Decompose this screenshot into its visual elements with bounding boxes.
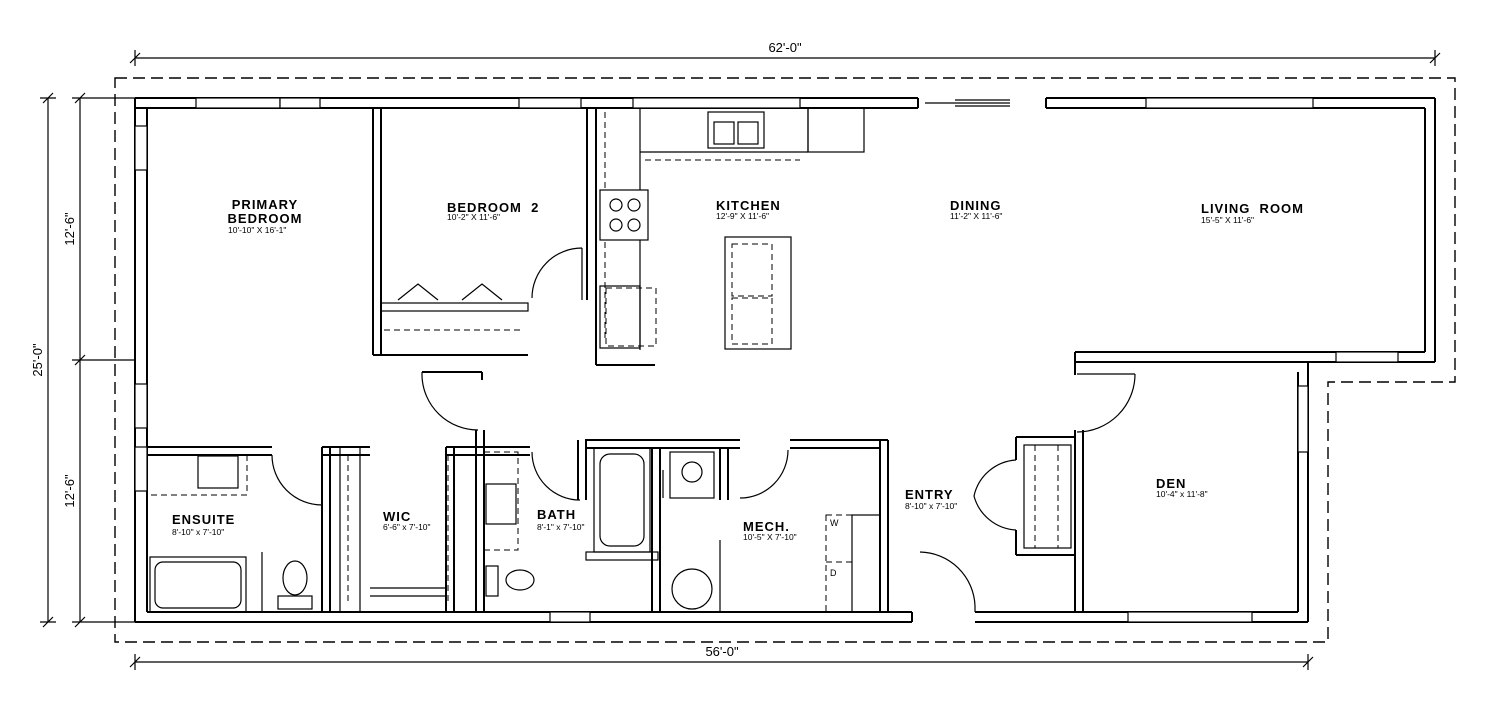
ensuite-size: 8'-10" x 7'-10" — [172, 527, 224, 537]
roof-outline — [114, 77, 1456, 643]
ensuite-name: ENSUITE — [172, 512, 235, 527]
wic-name: WIC — [383, 509, 411, 524]
dim-left-total: 25'-0" — [30, 343, 45, 377]
bedroom2-closet — [380, 283, 529, 331]
kitchen-name: KITCHEN — [716, 198, 781, 213]
bath-name: BATH — [537, 507, 576, 522]
kitchen-cabinets — [595, 107, 865, 350]
entry-name: ENTRY — [905, 487, 954, 502]
primary-bedroom-name1: PRIMARY — [232, 197, 298, 212]
interior-walls — [147, 108, 1084, 622]
dim-top-total: 62'-0" — [768, 40, 802, 55]
mech-size: 10'-5" X 7'-10" — [743, 532, 797, 542]
dining-name: DINING — [950, 198, 1002, 213]
room-labels: PRIMARY BEDROOM 10'-10" X 16'-1" BEDROOM… — [172, 197, 1304, 578]
kitchen-size: 12'-9" X 11'-6" — [716, 211, 769, 221]
den-name: DEN — [1156, 476, 1186, 491]
bath-fixtures — [483, 447, 659, 597]
entry-closet — [1023, 444, 1072, 549]
entry-size: 8'-10" x 7'-10" — [905, 501, 957, 511]
ensuite-fixtures — [146, 454, 313, 613]
bedroom2-name: BEDROOM 2 — [447, 200, 539, 215]
primary-bedroom-name2: BEDROOM — [228, 211, 303, 226]
den-size: 10'-4" x 11'-8" — [1156, 489, 1208, 499]
doors — [271, 247, 1136, 612]
living-room-size: 15'-5" X 11'-6" — [1201, 215, 1254, 225]
bath-size: 8'-1" x 7'-10" — [537, 522, 585, 532]
mech-fixtures — [662, 451, 881, 613]
wic-size: 6'-6" x 7'-10" — [383, 522, 431, 532]
dim-bottom-total: 56'-0" — [705, 644, 739, 659]
dim-left-lower: 12'-6" — [62, 474, 77, 508]
living-room-name: LIVING ROOM — [1201, 201, 1304, 216]
mech-name: MECH. — [743, 519, 790, 534]
dryer-label: D — [830, 568, 837, 578]
bedroom2-size: 10'-2" X 11'-6" — [447, 212, 500, 222]
windows — [134, 97, 1399, 623]
dining-size: 11'-2" X 11'-6" — [950, 211, 1002, 221]
washer-label: W — [830, 518, 839, 528]
dim-left-upper: 12'-6" — [62, 212, 77, 246]
dimension-lines — [40, 50, 1441, 670]
primary-bedroom-size: 10'-10" X 16'-1" — [228, 225, 286, 235]
wic-shelves — [339, 447, 449, 612]
